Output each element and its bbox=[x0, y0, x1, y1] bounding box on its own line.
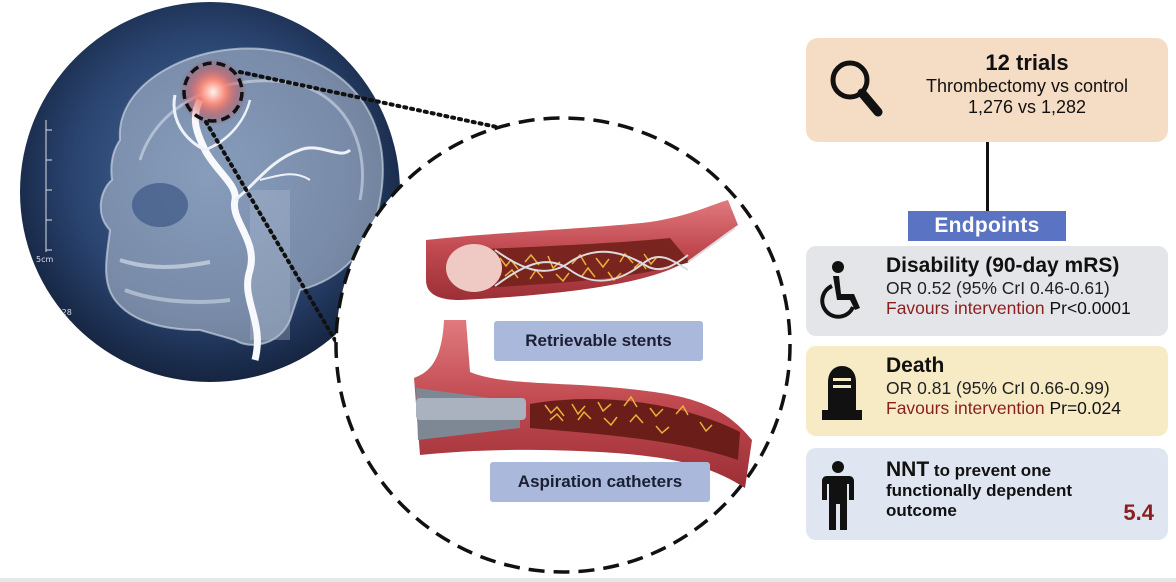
death-favours: Favours intervention bbox=[886, 398, 1045, 418]
xray-label-value: 6.0 bbox=[48, 328, 61, 337]
death-probability: Pr=0.024 bbox=[1049, 398, 1121, 418]
connector-line bbox=[986, 142, 989, 212]
xray-image: 5cm MF 1.28 6.0 bbox=[20, 2, 400, 382]
aspiration-vessel-illustration bbox=[414, 320, 752, 488]
stent-vessel-illustration bbox=[426, 200, 738, 300]
wheelchair-icon bbox=[820, 261, 860, 319]
death-odds-ratio: OR 0.81 (95% CrI 0.66-0.99) bbox=[886, 378, 1110, 398]
device-label-aspiration: Aspiration catheters bbox=[490, 462, 710, 502]
disability-title: Disability (90-day mRS) bbox=[886, 254, 1120, 277]
trials-comparison: Thrombectomy vs control bbox=[925, 76, 1129, 96]
device-label-stents: Retrievable stents bbox=[494, 321, 703, 361]
trials-summary-box: 12 trials Thrombectomy vs control 1,276 … bbox=[806, 38, 1168, 142]
xray-scale-label: 5cm bbox=[36, 255, 53, 264]
disability-probability: Pr<0.0001 bbox=[1049, 298, 1131, 318]
disability-favours: Favours intervention bbox=[886, 298, 1045, 318]
nnt-description: to prevent one functionally dependent ou… bbox=[886, 461, 1073, 520]
trials-count-title: 12 trials bbox=[985, 50, 1069, 75]
xray-label-mf: MF 1.28 bbox=[40, 308, 72, 317]
endpoints-label: Endpoints bbox=[908, 211, 1066, 241]
endpoint-death-box: Death OR 0.81 (95% CrI 0.66-0.99) Favour… bbox=[806, 346, 1168, 436]
nnt-label: NNT bbox=[886, 458, 930, 481]
trials-patient-counts: 1,276 vs 1,282 bbox=[967, 97, 1087, 117]
search-icon bbox=[830, 60, 883, 117]
endpoint-nnt-box: NNT to prevent one functionally dependen… bbox=[806, 448, 1168, 540]
bottom-divider bbox=[0, 578, 1176, 582]
death-title: Death bbox=[886, 354, 945, 377]
tombstone-icon bbox=[822, 366, 862, 420]
disability-odds-ratio: OR 0.52 (95% CrI 0.46-0.61) bbox=[886, 278, 1110, 298]
endpoint-disability-box: Disability (90-day mRS) OR 0.52 (95% CrI… bbox=[806, 246, 1168, 336]
person-icon bbox=[822, 461, 854, 530]
nnt-value: 5.4 bbox=[1123, 500, 1154, 525]
